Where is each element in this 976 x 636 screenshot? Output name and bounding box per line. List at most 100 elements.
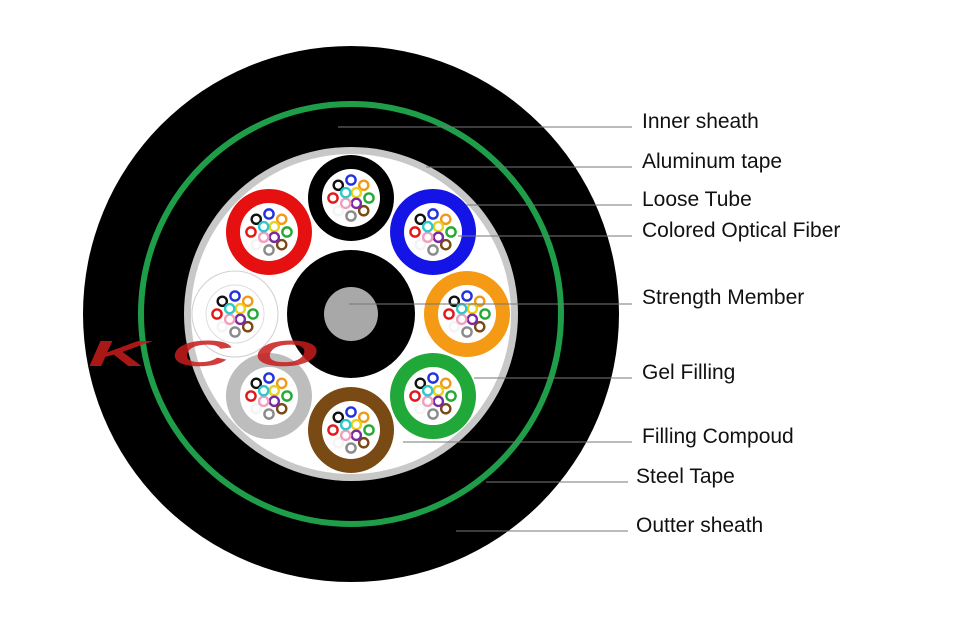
optical-fiber-pink bbox=[339, 197, 352, 210]
optical-fiber-blue bbox=[229, 290, 241, 302]
optical-fiber-slate bbox=[427, 244, 439, 256]
optical-fiber-black bbox=[332, 411, 345, 424]
steel-tape bbox=[138, 101, 564, 527]
optical-fiber-pink bbox=[257, 395, 270, 408]
optical-fiber-black bbox=[332, 179, 345, 192]
optical-fiber-orange bbox=[439, 213, 452, 226]
optical-fiber-green bbox=[445, 390, 457, 402]
optical-fiber-white bbox=[332, 204, 345, 217]
loose-tubes-group bbox=[191, 155, 510, 473]
label-aluminum-tape: Aluminum tape bbox=[642, 150, 782, 173]
loose-tube-brown bbox=[308, 387, 394, 473]
optical-fiber-brown bbox=[439, 238, 452, 251]
optical-fiber-red bbox=[245, 226, 257, 238]
optical-fiber-black bbox=[250, 213, 263, 226]
label-inner-sheath: Inner sheath bbox=[642, 110, 759, 133]
optical-fiber-white bbox=[332, 436, 345, 449]
loose-tube-blue bbox=[390, 188, 477, 275]
optical-fiber-violet bbox=[268, 231, 281, 244]
optical-fiber-pink bbox=[455, 313, 468, 326]
watermark-logo: K C O bbox=[88, 333, 318, 374]
optical-fiber-green bbox=[281, 226, 293, 238]
optical-fiber-brown bbox=[439, 402, 452, 415]
optical-fiber-orange bbox=[241, 295, 254, 308]
optical-fiber-yellow bbox=[432, 384, 445, 397]
label-loose-tube: Loose Tube bbox=[642, 188, 752, 211]
optical-fiber-pink bbox=[421, 395, 434, 408]
optical-fiber-red bbox=[443, 308, 455, 320]
loose-tube-white bbox=[191, 270, 279, 358]
optical-fiber-slate bbox=[345, 210, 357, 222]
optical-fiber-red bbox=[327, 424, 339, 436]
label-colored-optical-fiber: Colored Optical Fiber bbox=[642, 219, 840, 242]
optical-fiber-white bbox=[414, 402, 427, 415]
optical-fiber-yellow bbox=[234, 302, 247, 315]
optical-fiber-green bbox=[479, 308, 491, 320]
optical-fiber-slate bbox=[345, 442, 357, 454]
optical-fiber-aqua bbox=[339, 418, 352, 431]
optical-fiber-aqua bbox=[421, 220, 434, 233]
optical-fiber-black bbox=[216, 295, 229, 308]
optical-fiber-blue bbox=[345, 174, 357, 186]
optical-fiber-blue bbox=[263, 372, 275, 384]
optical-fiber-violet bbox=[432, 395, 445, 408]
optical-fiber-white bbox=[414, 238, 427, 251]
optical-fiber-white bbox=[216, 320, 229, 333]
optical-fiber-violet bbox=[234, 313, 247, 326]
optical-fiber-brown bbox=[241, 320, 254, 333]
optical-fiber-yellow bbox=[268, 220, 281, 233]
optical-fiber-aqua bbox=[257, 220, 270, 233]
optical-fiber-slate bbox=[263, 408, 275, 420]
optical-fiber-brown bbox=[275, 402, 288, 415]
optical-fiber-blue bbox=[427, 372, 439, 384]
optical-fiber-white bbox=[250, 238, 263, 251]
optical-fiber-white bbox=[448, 320, 461, 333]
loose-tube-gray bbox=[225, 353, 312, 440]
label-steel-tape: Steel Tape bbox=[636, 465, 735, 488]
optical-fiber-yellow bbox=[350, 418, 363, 431]
leader-lines bbox=[338, 126, 632, 532]
optical-fiber-slate bbox=[229, 326, 241, 338]
optical-fiber-blue bbox=[461, 290, 473, 302]
optical-fiber-pink bbox=[421, 231, 434, 244]
optical-fiber-aqua bbox=[421, 384, 434, 397]
optical-fiber-slate bbox=[461, 326, 473, 338]
optical-fiber-aqua bbox=[455, 302, 468, 315]
optical-fiber-violet bbox=[350, 197, 363, 210]
optical-fiber-green bbox=[363, 192, 375, 204]
optical-fiber-black bbox=[250, 377, 263, 390]
optical-fiber-red bbox=[211, 308, 223, 320]
optical-fiber-green bbox=[363, 424, 375, 436]
optical-fiber-aqua bbox=[257, 384, 270, 397]
optical-fiber-aqua bbox=[223, 302, 236, 315]
label-outer-sheath: Outter sheath bbox=[636, 514, 763, 537]
optical-fiber-brown bbox=[473, 320, 486, 333]
optical-fiber-brown bbox=[357, 204, 370, 217]
strength-member-core bbox=[324, 287, 378, 341]
optical-fiber-pink bbox=[257, 231, 270, 244]
optical-fiber-yellow bbox=[268, 384, 281, 397]
label-gel-filling: Gel Filling bbox=[642, 361, 735, 384]
optical-fiber-brown bbox=[357, 436, 370, 449]
optical-fiber-orange bbox=[275, 377, 288, 390]
optical-fiber-red bbox=[327, 192, 339, 204]
optical-fiber-yellow bbox=[350, 186, 363, 199]
optical-fiber-violet bbox=[350, 429, 363, 442]
loose-tube-green bbox=[390, 353, 477, 440]
optical-fiber-aqua bbox=[339, 186, 352, 199]
optical-fiber-red bbox=[409, 226, 421, 238]
optical-fiber-orange bbox=[439, 377, 452, 390]
optical-fiber-yellow bbox=[466, 302, 479, 315]
optical-fiber-blue bbox=[345, 406, 357, 418]
label-filling-compound: Filling Compoud bbox=[642, 425, 794, 448]
optical-fiber-pink bbox=[223, 313, 236, 326]
optical-fiber-violet bbox=[268, 395, 281, 408]
optical-fiber-green bbox=[247, 308, 259, 320]
optical-fiber-green bbox=[281, 390, 293, 402]
optical-fiber-slate bbox=[427, 408, 439, 420]
optical-fiber-blue bbox=[263, 208, 275, 220]
optical-fiber-white bbox=[250, 402, 263, 415]
loose-tube-black bbox=[308, 155, 394, 241]
loose-tube-orange bbox=[424, 271, 510, 357]
